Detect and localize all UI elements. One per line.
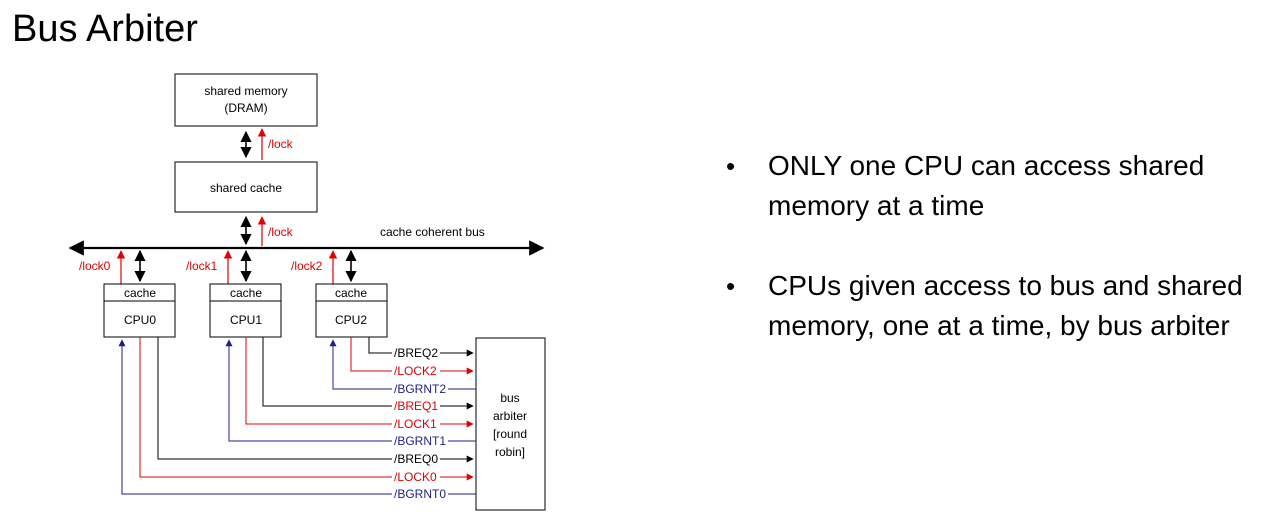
lock0-wire — [139, 337, 474, 481]
bullet-dot-icon: • — [726, 271, 736, 301]
bullet-item: • CPUs given access to bus and shared me… — [726, 266, 1246, 346]
signal-breq2: /BREQ2 — [394, 346, 438, 360]
breq0-wire — [157, 337, 474, 463]
shared-cache-box — [174, 161, 318, 213]
slide-title: Bus Arbiter — [12, 8, 198, 50]
shared-memory-label-1: shared memory — [204, 84, 287, 98]
bgrnt0-wire — [118, 339, 476, 495]
bullet-dot-icon: • — [726, 151, 736, 181]
shared-memory-box — [174, 73, 318, 127]
cpu1-cache-label: cache — [230, 286, 262, 300]
cpu0-label: CPU0 — [124, 313, 156, 327]
signal-breq0: /BREQ0 — [394, 452, 438, 466]
bullet-text: ONLY one CPU can access shared memory at… — [768, 150, 1205, 221]
signal-bgrnt0: /BGRNT0 — [394, 487, 446, 501]
arbiter-label-3: [round — [493, 427, 527, 441]
signal-bgrnt1: /BGRNT1 — [394, 434, 446, 448]
cpu1-lock-label: /lock1 — [186, 259, 218, 273]
bullet-text: CPUs given access to bus and shared memo… — [768, 270, 1243, 341]
memory-lock-label: /lock — [268, 137, 294, 151]
cpu2-box — [315, 283, 388, 338]
shared-memory-label-2: (DRAM) — [224, 101, 267, 115]
signal-bgrnt2: /BGRNT2 — [394, 382, 446, 396]
signal-lock2: /LOCK2 — [394, 364, 437, 378]
cpu0-box — [103, 283, 176, 338]
cpu2-lock-label: /lock2 — [291, 259, 323, 273]
signal-breq1: /BREQ1 — [394, 399, 438, 413]
bullet-item: • ONLY one CPU can access shared memory … — [726, 146, 1246, 226]
arbiter-label-2: arbiter — [493, 409, 527, 423]
shared-cache-label: shared cache — [210, 181, 282, 195]
arbiter-label-4: robin] — [495, 445, 525, 459]
signal-lock1: /LOCK1 — [394, 417, 437, 431]
cache-lock-label: /lock — [268, 225, 294, 239]
cpu0-cache-label: cache — [124, 286, 156, 300]
bus-arbiter-box — [475, 337, 546, 511]
arbiter-label-1: bus — [500, 391, 519, 405]
cpu1-label: CPU1 — [230, 313, 262, 327]
cpu2-cache-label: cache — [335, 286, 367, 300]
bus-label: cache coherent bus — [380, 225, 485, 239]
signal-lock0: /LOCK0 — [394, 470, 437, 484]
cpu0-lock-label: /lock0 — [79, 259, 111, 273]
cpu2-label: CPU2 — [335, 313, 367, 327]
bullet-list: • ONLY one CPU can access shared memory … — [726, 146, 1246, 386]
